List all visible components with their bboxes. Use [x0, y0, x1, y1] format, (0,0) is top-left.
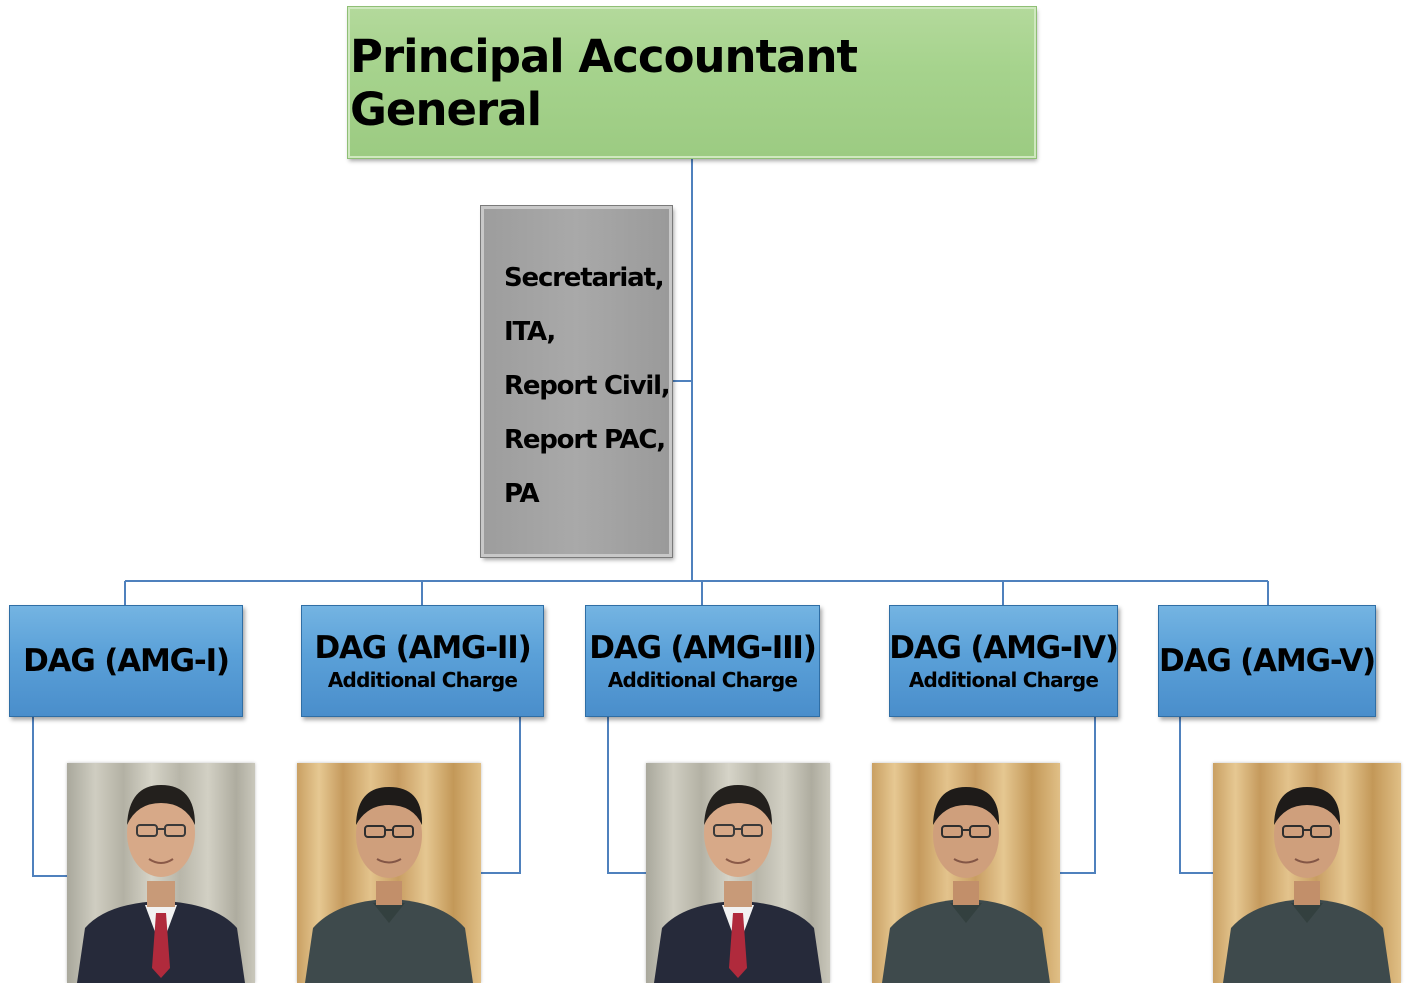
dag-iii-photo-connector [607, 717, 646, 874]
dag-amg-iv-photo [872, 763, 1060, 983]
dag-amg-iii-subtitle: Additional Charge [607, 668, 798, 692]
dag-amg-v-box: DAG (AMG-V) [1158, 605, 1376, 717]
ita-item: ITA, [504, 317, 556, 347]
dag-amg-iii-box: DAG (AMG-III) Additional Charge [585, 605, 820, 717]
principal-accountant-general-title: Principal Accountant General [350, 29, 858, 136]
dag-amg-ii-photo [297, 763, 481, 983]
dag-amg-i-title: DAG (AMG-I) [23, 643, 230, 679]
dag-amg-i-box: DAG (AMG-I) [9, 605, 243, 717]
dag-v-photo-connector [1179, 717, 1213, 874]
dag-iv-photo-connector [1058, 717, 1096, 874]
dag-amg-iv-title: DAG (AMG-IV) [889, 630, 1119, 666]
dag-amg-iv-box: DAG (AMG-IV) Additional Charge [889, 605, 1119, 717]
dag-amg-ii-subtitle: Additional Charge [327, 668, 518, 692]
dag-amg-iii-title: DAG (AMG-III) [589, 630, 817, 666]
dag-i-photo-connector [32, 717, 68, 877]
dag-amg-iv-subtitle: Additional Charge [908, 668, 1099, 692]
dag-amg-ii-box: DAG (AMG-II) Additional Charge [301, 605, 544, 717]
dag-amg-iii-photo [646, 763, 830, 983]
principal-accountant-general-box: Principal Accountant General [347, 6, 1037, 159]
secretariat-item: Secretariat, [504, 263, 665, 293]
secretariat-box: Secretariat, ITA, Report Civil, Report P… [480, 205, 673, 558]
report-civil-item: Report Civil, [504, 371, 671, 401]
pa-item: PA [504, 479, 540, 509]
dag-amg-i-photo [67, 763, 255, 983]
dag-amg-ii-title: DAG (AMG-II) [314, 630, 531, 666]
dag-ii-photo-connector [480, 717, 521, 874]
report-pac-item: Report PAC, [504, 425, 666, 455]
dag-amg-v-photo [1213, 763, 1401, 983]
dag-amg-v-title: DAG (AMG-V) [1159, 643, 1376, 679]
